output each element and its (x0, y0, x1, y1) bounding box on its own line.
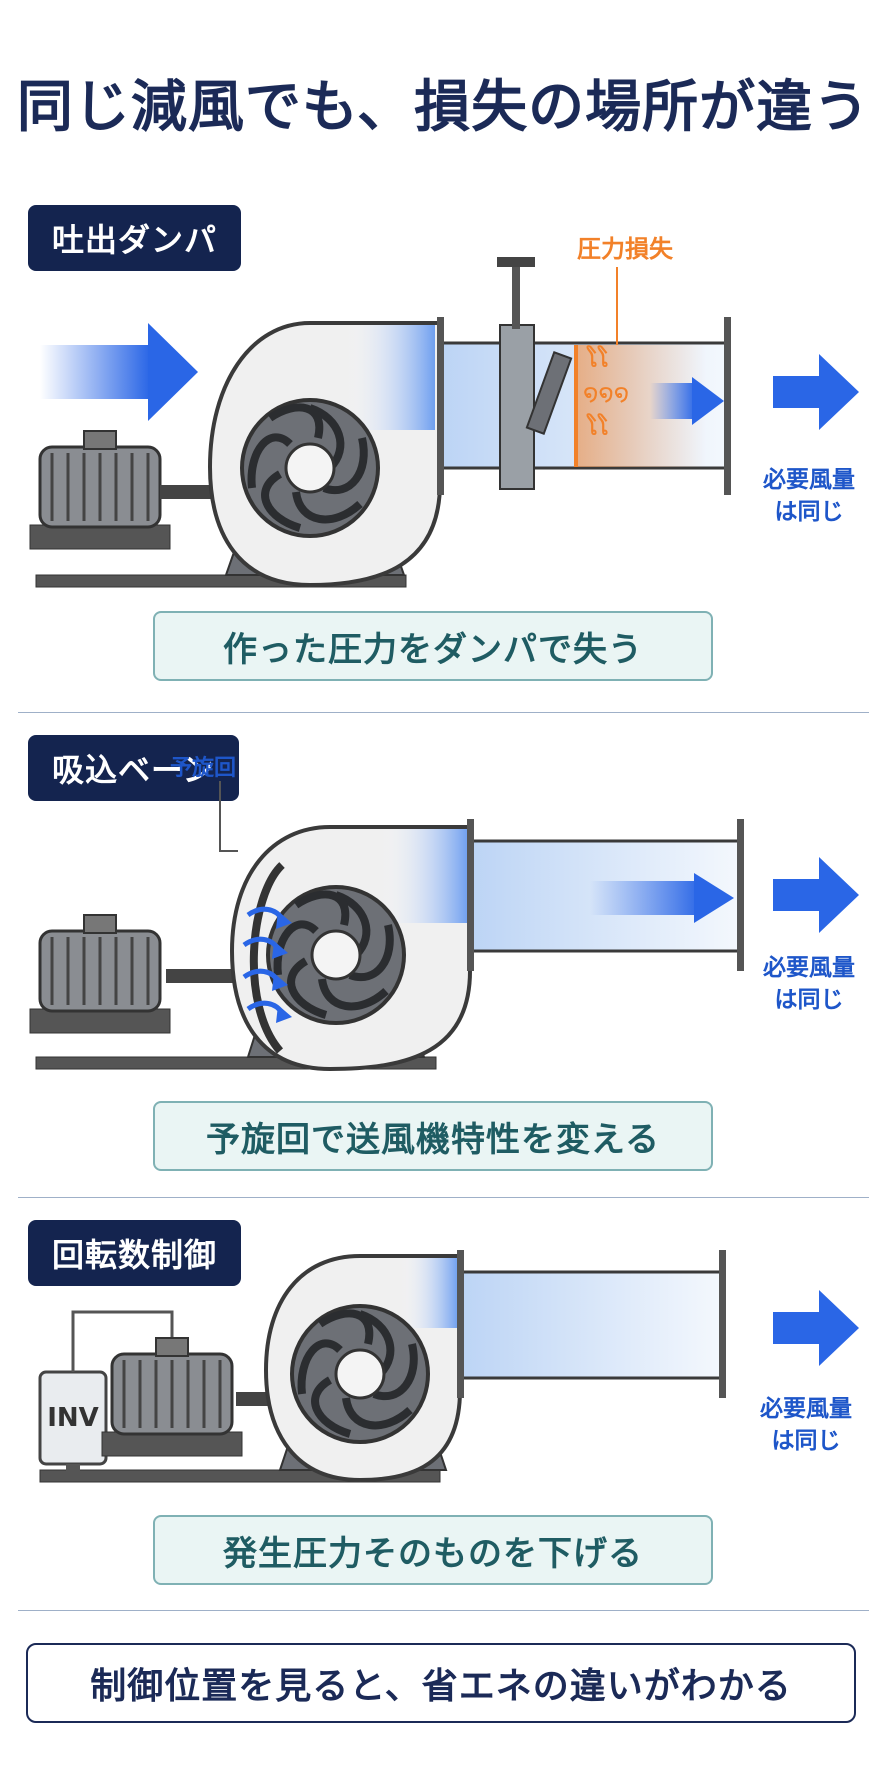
page-title: 同じ減風でも、損失の場所が違う (16, 75, 871, 140)
impeller (292, 1306, 428, 1442)
shaft (160, 485, 222, 499)
loss-label: 圧力損失 (577, 235, 674, 263)
section-speed-control: 回転数制御 INV 必要風量 は同じ 発生圧力そのものを下げる (0, 1220, 887, 1690)
damper-handle (497, 257, 535, 267)
duct-end-flange (737, 819, 744, 971)
speed-control-illustration: INV 必要風量 は同じ (38, 1250, 859, 1483)
outflow-arrow-body (590, 881, 696, 915)
result-arrow-icon (773, 1290, 859, 1366)
required-airflow-label: は同じ (775, 987, 844, 1013)
conclusion-box: 制御位置を見ると、省エネの違いがわかる (26, 1643, 856, 1723)
damper-blade (525, 351, 573, 435)
inlet-vane-illustration: 予旋回 必要風量 は同じ (28, 755, 859, 1072)
inverter-foot (66, 1464, 80, 1472)
required-airflow-label: は同じ (772, 1428, 841, 1454)
required-airflow-label: 必要風量 (763, 466, 855, 493)
housing-outlet-flow (345, 325, 435, 430)
turbulence-icon: ໑໑໑ (583, 379, 629, 407)
swirl-arrowhead-icon (276, 911, 292, 929)
damper-stem (512, 263, 520, 329)
inverter-label: INV (47, 1403, 99, 1433)
duct (458, 1270, 724, 1380)
duct-end-flange (719, 1250, 726, 1398)
shaft (166, 969, 236, 983)
required-airflow-label: 必要風量 (763, 954, 855, 981)
duct-flange (457, 1250, 464, 1398)
section-inlet-vane: 吸込ベーン 予旋回 必要風量 は同じ 予旋回で送風機特性を変える (0, 735, 887, 1205)
divider (18, 1610, 869, 1611)
section-tag: 回転数制御 (28, 1220, 242, 1286)
result-arrow-icon (773, 857, 859, 933)
divider (18, 1197, 869, 1198)
inlet-vane-ring (249, 862, 285, 1054)
damper-frame (499, 324, 535, 490)
housing-outlet-flow (400, 1258, 458, 1328)
swirl-arrowhead-icon (272, 973, 288, 991)
outflow-arrow-head (692, 377, 724, 425)
required-airflow-label: 必要風量 (760, 1395, 852, 1422)
section-tag: 吸込ベーン (28, 735, 240, 801)
swirl-arrowhead-icon (276, 1005, 292, 1023)
impeller (268, 887, 404, 1023)
swirl-leader-line (219, 781, 238, 852)
inflow-arrow-head (148, 323, 198, 421)
outflow-arrow-body (650, 383, 694, 419)
result-arrow-icon (773, 354, 859, 430)
housing-outlet-flow (380, 829, 468, 923)
turbulence-icon: ໂໂ (586, 413, 609, 441)
section-tag: 吐出ダンパ (28, 205, 242, 271)
motor (28, 913, 172, 1035)
swirl-label: 予旋回 (170, 755, 236, 781)
divider (18, 712, 869, 713)
damper-illustration: ໂໂ ໑໑໑ ໂໂ 圧力損失 必要風量 は同じ (28, 235, 859, 588)
duct-end-flange (724, 317, 731, 495)
section-caption: 発生圧力そのものを下げる (153, 1515, 713, 1585)
section-caption: 作った圧力をダンパで失う (153, 611, 713, 681)
inflow-arrow-body (40, 345, 150, 399)
section-discharge-damper: 吐出ダンパ ໂໂ ໑໑໑ ໂໂ 圧力損失 必要風量 は同じ 作った圧力をダンパで… (0, 205, 887, 681)
motor (28, 429, 172, 551)
turbulence-icon: ໂໂ (586, 345, 609, 373)
duct-flange (437, 317, 444, 495)
swirl-arrowhead-icon (272, 941, 288, 959)
motor (100, 1336, 244, 1458)
duct-flange (467, 819, 474, 971)
inverter-cable (71, 1310, 174, 1372)
required-airflow-label: は同じ (775, 499, 844, 525)
impeller (242, 400, 378, 536)
outflow-arrow-head (694, 873, 734, 923)
section-caption: 予旋回で送風機特性を変える (153, 1101, 713, 1171)
